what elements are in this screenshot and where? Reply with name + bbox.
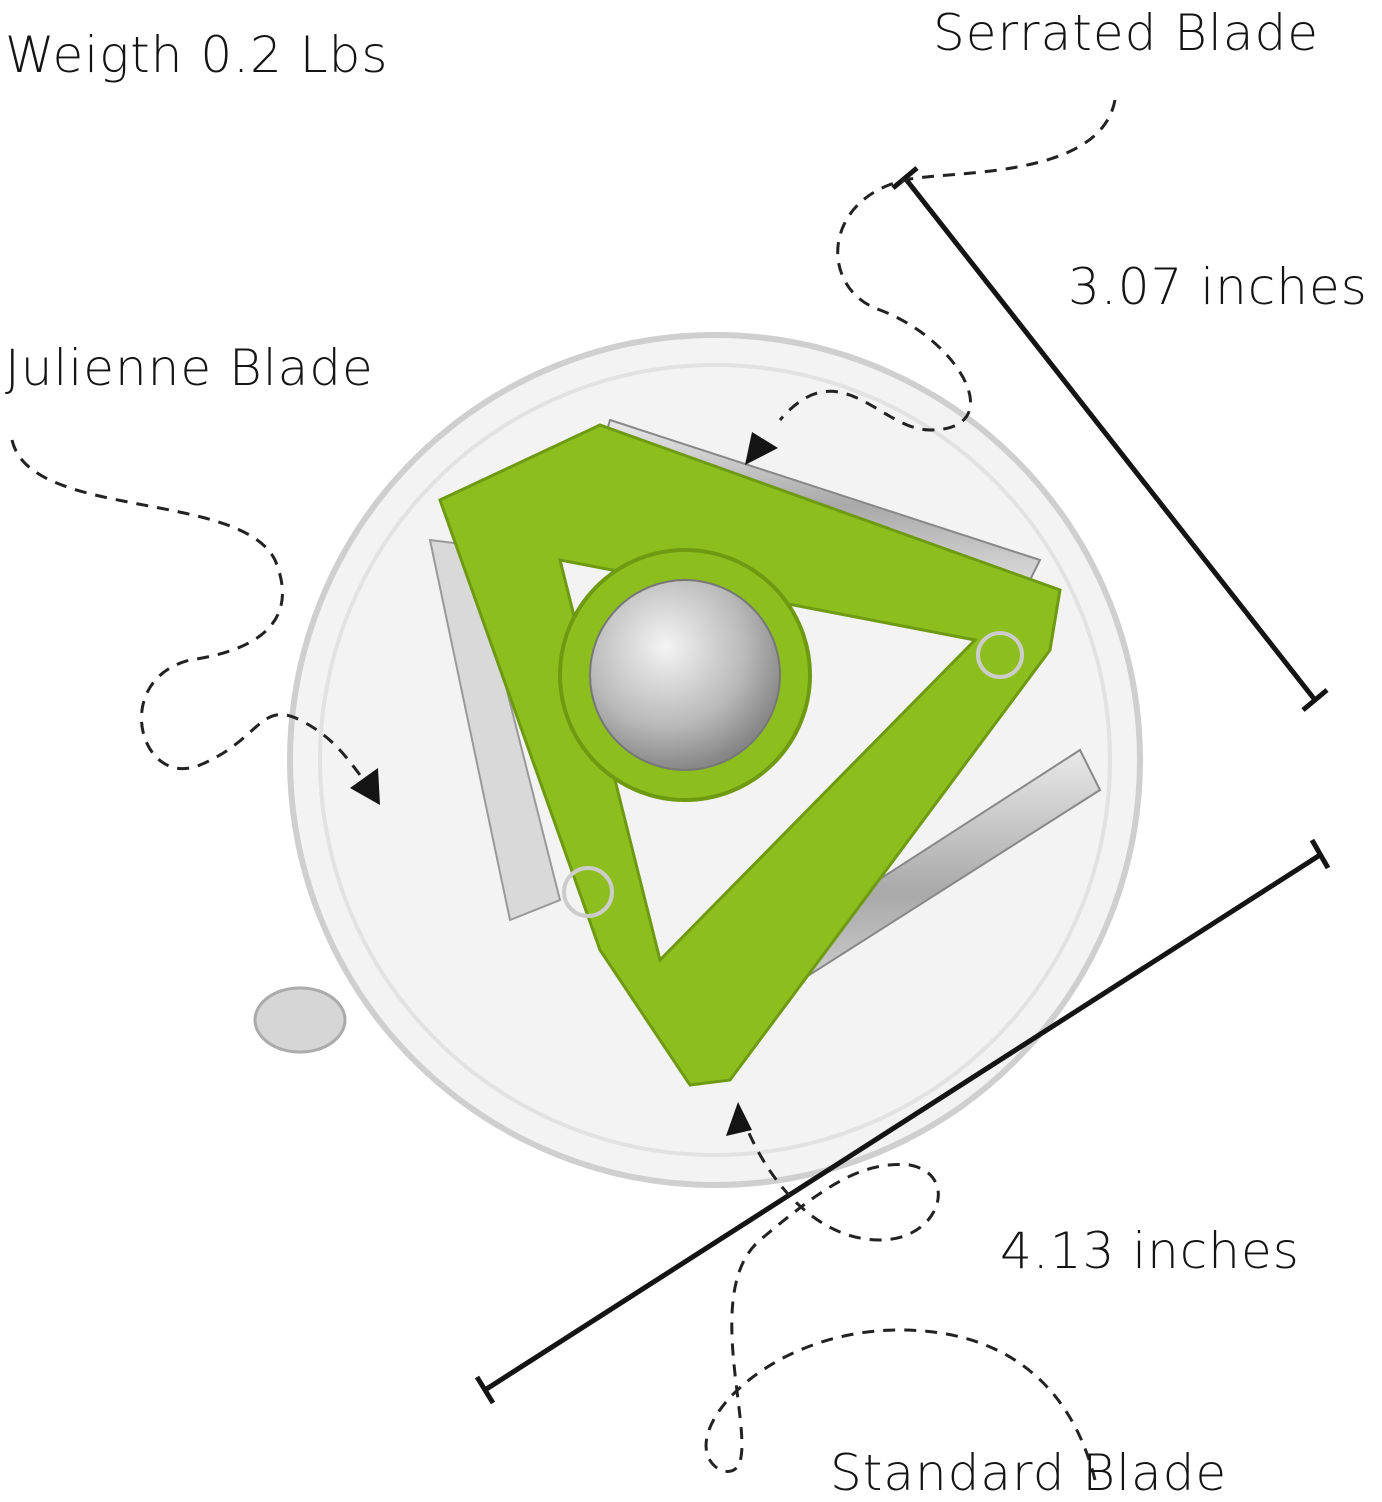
standard-arrow-icon [726, 1102, 752, 1136]
callout-arrows [350, 432, 778, 1136]
dimension-length-line [474, 838, 1331, 1405]
weight-label: Weigth 0.2 Lbs [5, 26, 389, 84]
callout-paths [10, 99, 1117, 1481]
serrated-callout [778, 99, 1117, 432]
peeler-body [253, 332, 1143, 1188]
julienne-callout [10, 439, 362, 776]
length-dimension-label: 4.13 inches [1000, 1222, 1300, 1280]
serrated-arrow-icon [745, 432, 778, 465]
hanging-tab [253, 986, 347, 1054]
frame-hole [562, 866, 614, 918]
serrated-blade-label: Serrated Blade [933, 4, 1320, 62]
frame-hole [976, 631, 1024, 679]
dimension-width-line [891, 166, 1329, 712]
housing-rim [318, 363, 1112, 1157]
center-disc [589, 579, 781, 771]
julienne-arrow-icon [350, 768, 380, 805]
standard-blade-label: Standard Blade [830, 1444, 1228, 1502]
standard-callout [704, 1109, 1097, 1481]
width-dimension-label: 3.07 inches [1068, 258, 1368, 316]
julienne-blade-label: Julienne Blade [5, 339, 374, 397]
